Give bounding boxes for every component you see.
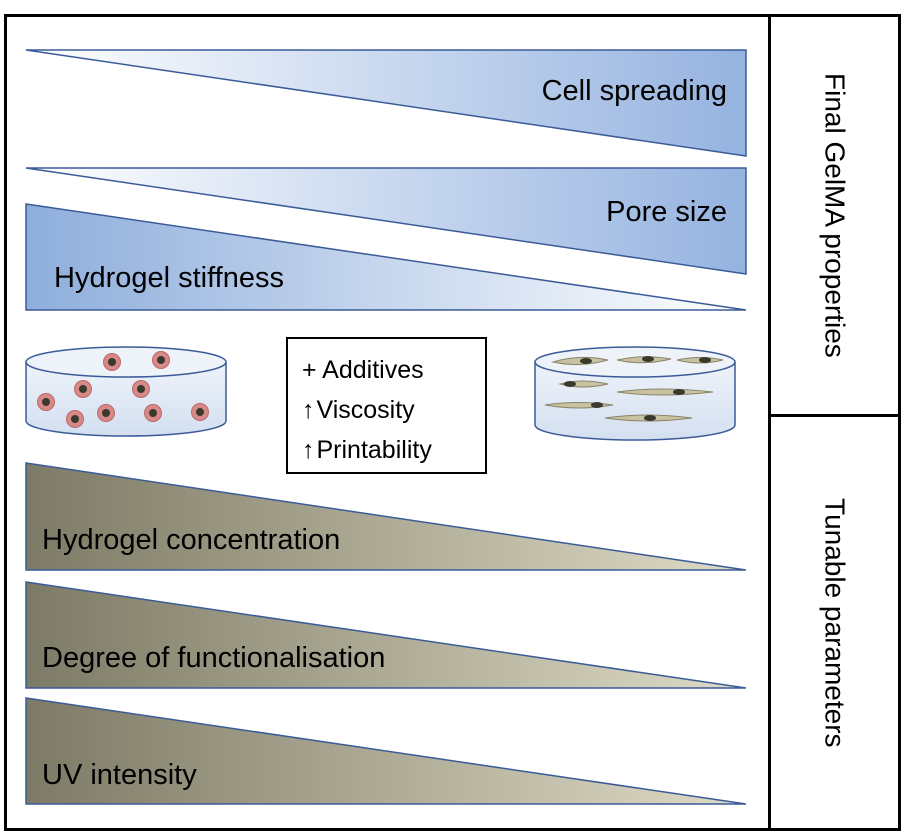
info-viscosity: ↑ Viscosity [302,390,485,430]
wedge-uv-intensity [25,697,747,805]
info-printability-text: Printability [316,436,432,464]
side-label-final-properties-text: Final GelMA properties [819,73,851,358]
side-column [768,14,901,831]
label-pore-size: Pore size [606,196,727,228]
wedge-degree-of-functionalisation [25,581,747,689]
round-cells-dish-icon [25,346,227,437]
wedge-hydrogel-concentration [25,462,747,571]
label-hydrogel-concentration: Hydrogel concentration [42,524,341,556]
side-label-tunable-parameters-text: Tunable parameters [819,497,851,748]
spread-cells-dish-icon [534,346,736,441]
label-hydrogel-stiffness: Hydrogel stiffness [54,262,284,294]
additives-info-box: + Additives ↑ Viscosity ↑ Printability [286,337,487,474]
label-degree-of-functionalisation: Degree of functionalisation [42,642,386,674]
side-label-final-properties: Final GelMA properties [768,17,901,414]
label-uv-intensity: UV intensity [42,759,197,791]
info-viscosity-text: Viscosity [316,396,415,424]
info-additives: + Additives [302,350,485,390]
info-printability: ↑ Printability [302,430,485,470]
arrow-up-icon: ↑ [302,436,315,464]
wedge-cell-spreading [25,49,747,157]
wedge-hydrogel-stiffness [25,203,747,311]
label-cell-spreading: Cell spreading [541,75,727,107]
info-additives-text: + Additives [302,356,424,384]
side-label-tunable-parameters: Tunable parameters [768,417,901,828]
side-divider [768,414,901,417]
outer-frame [4,14,901,831]
wedge-pore-size [25,167,747,275]
arrow-up-icon: ↑ [302,396,315,424]
